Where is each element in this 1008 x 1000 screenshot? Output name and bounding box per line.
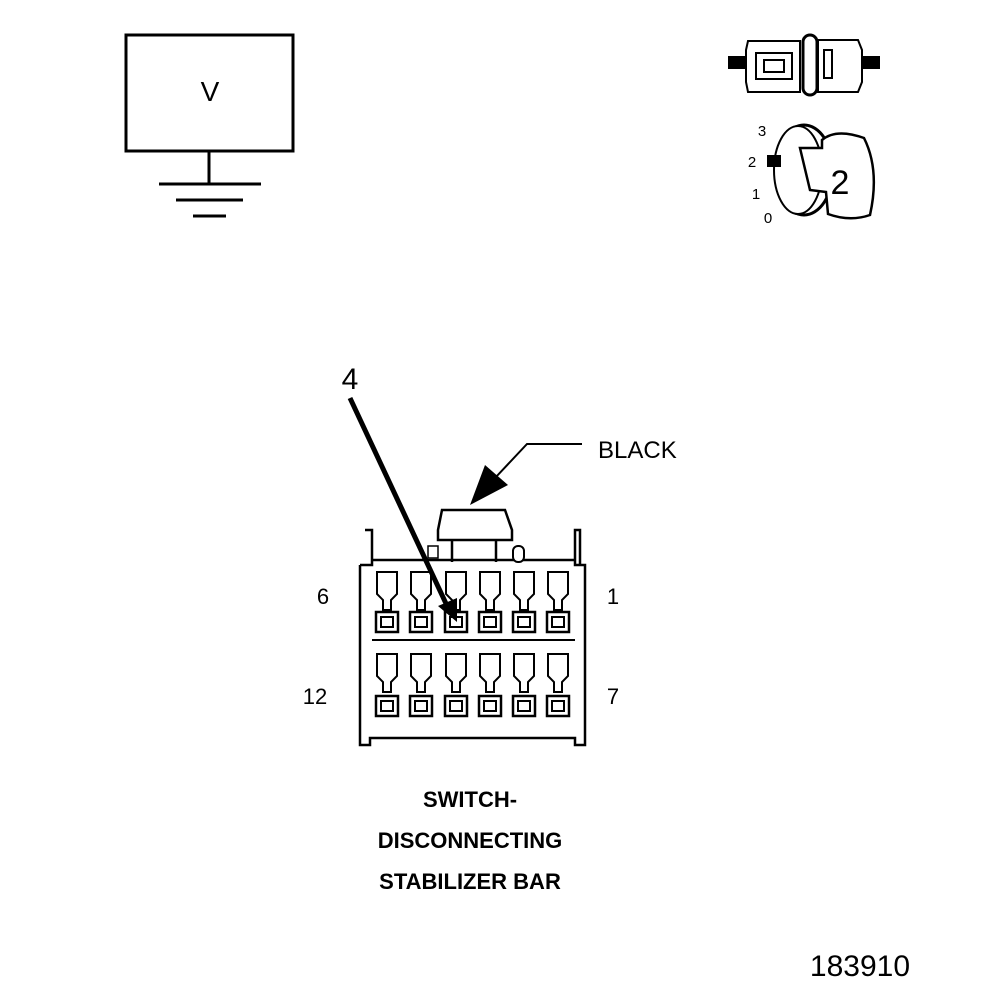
ground-icon — [159, 151, 261, 218]
pin-cavity — [545, 653, 571, 718]
pin-callout-arrow — [347, 396, 457, 622]
pin-label-12: 12 — [303, 684, 327, 709]
ignition-position-1: 1 — [752, 186, 760, 203]
pin-cavity — [374, 653, 400, 718]
pin-label-6: 6 — [317, 584, 329, 609]
caption-line-2: DISCONNECTING — [377, 828, 563, 853]
pin-cavity — [477, 653, 503, 718]
caption-line-3: STABILIZER BAR — [379, 869, 561, 894]
pin-cavity — [443, 571, 469, 634]
pin-label-7: 7 — [607, 684, 619, 709]
voltmeter-symbol: V — [124, 33, 295, 218]
figure-number: 183910 — [809, 950, 910, 983]
ignition-position-0: 0 — [764, 210, 772, 227]
pin-cavity — [511, 653, 537, 718]
key-position-label: 2 — [831, 164, 850, 202]
connector-face — [358, 508, 587, 747]
pin-cavity — [374, 571, 400, 634]
pin-cavity — [545, 571, 571, 634]
pin-label-1: 1 — [607, 584, 619, 609]
pin-cavity — [443, 653, 469, 718]
ignition-key-icon: 2 3 2 1 0 — [748, 123, 876, 227]
connector-disconnected-icon — [728, 33, 880, 97]
pin-cavity — [408, 571, 434, 634]
ignition-position-3: 3 — [758, 123, 766, 140]
caption-line-1: SWITCH- — [422, 787, 518, 812]
ignition-position-2: 2 — [748, 154, 756, 171]
color-label-leader — [470, 443, 582, 505]
connector-color-label: BLACK — [598, 437, 677, 464]
pin-cavity — [477, 571, 503, 634]
connector-caption: SWITCH- DISCONNECTING STABILIZER BAR — [300, 779, 640, 902]
callout-pin-number: 4 — [342, 363, 359, 396]
voltmeter-label: V — [201, 76, 220, 107]
pin-cavity — [511, 571, 537, 634]
pin-cavity — [408, 653, 434, 718]
pin-cavities — [374, 571, 571, 718]
